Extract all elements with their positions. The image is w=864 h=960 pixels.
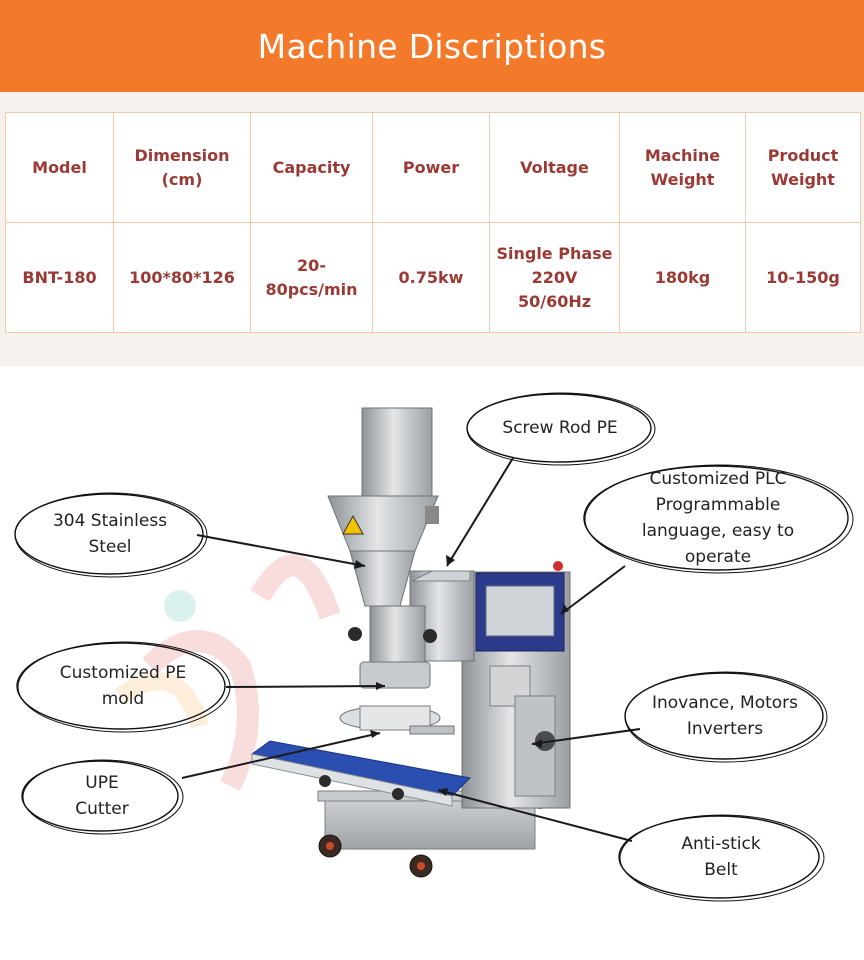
header-machine-weight: Machine Weight [619, 112, 746, 223]
callout-lines [181, 457, 641, 842]
page-title: Machine Discriptions [257, 26, 607, 66]
header-dimension: Dimension (cm) [113, 112, 251, 223]
callout-plc: Customized PLC Programmable language, ea… [578, 458, 858, 578]
header-voltage: Voltage [489, 112, 620, 223]
spec-value-row: BNT-180 100*80*126 20-80pcs/min 0.75kw S… [5, 222, 861, 333]
callout-screw-rod: Screw Rod PE [462, 388, 658, 468]
header-product-weight: Product Weight [745, 112, 861, 223]
machine-photo-zone: Screw Rod PE Customized PLC Programmable… [0, 366, 864, 960]
value-capacity: 20-80pcs/min [250, 222, 373, 333]
value-model: BNT-180 [5, 222, 114, 333]
callout-cutter: UPE Cutter [18, 756, 186, 836]
header-model: Model [5, 112, 114, 223]
value-dimension: 100*80*126 [113, 222, 251, 333]
callout-belt: Anti-stick Belt [614, 810, 828, 904]
title-banner: Machine Discriptions [0, 0, 864, 92]
touch-screen [475, 561, 565, 652]
spec-header-row: Model Dimension (cm) Capacity Power Volt… [5, 112, 861, 223]
spec-table: Model Dimension (cm) Capacity Power Volt… [5, 112, 861, 333]
spec-table-panel: Model Dimension (cm) Capacity Power Volt… [0, 92, 864, 366]
value-machine-weight: 180kg [619, 222, 746, 333]
header-capacity: Capacity [250, 112, 373, 223]
caster-wheels [318, 797, 546, 878]
hopper [327, 407, 439, 607]
value-power: 0.75kw [372, 222, 490, 333]
watermark-logo [115, 554, 341, 791]
value-product-weight: 10-150g [745, 222, 861, 333]
conveyor-belt [250, 725, 472, 807]
callout-motors: Inovance, Motors Inverters [620, 666, 830, 766]
value-voltage: Single Phase 220V 50/60Hz [489, 222, 620, 333]
callout-mold: Customized PE mold [12, 636, 234, 736]
filling-head [339, 605, 441, 731]
callout-steel: 304 Stainless Steel [10, 488, 210, 580]
machine-illustration [115, 407, 641, 878]
header-power: Power [372, 112, 490, 223]
